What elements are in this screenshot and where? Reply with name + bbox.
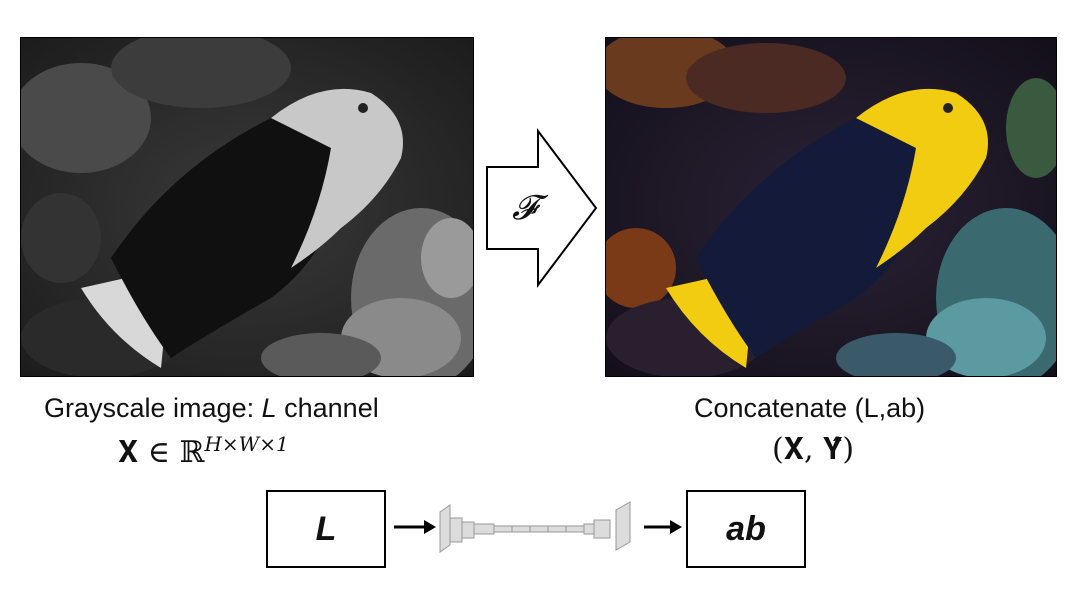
input-l-box: L bbox=[266, 490, 386, 568]
input-formula-main: 𝐗 ∈ ℝ bbox=[118, 435, 205, 470]
colorized-fish-illustration bbox=[606, 38, 1056, 376]
input-formula-superscript: H×W×1 bbox=[204, 432, 289, 456]
grayscale-fish-illustration bbox=[21, 38, 473, 376]
output-formula: (𝐗, 𝐘̂) bbox=[772, 432, 855, 467]
grayscale-caption: Grayscale image: L channel bbox=[44, 393, 379, 424]
concatenate-caption: Concatenate (L,ab) bbox=[694, 393, 926, 423]
grayscale-caption-prefix: Grayscale image: bbox=[44, 393, 262, 423]
output-ab-box: ab bbox=[686, 490, 806, 568]
input-formula: 𝐗 ∈ ℝH×W×1 bbox=[118, 432, 289, 470]
grayscale-caption-italic: L bbox=[261, 393, 277, 423]
arrow-symbol: 𝓕 bbox=[512, 188, 538, 228]
network-icon bbox=[439, 501, 631, 553]
grayscale-image bbox=[20, 37, 474, 377]
colorized-image bbox=[605, 37, 1057, 377]
pipeline-arrow-in bbox=[394, 520, 436, 534]
grayscale-caption-suffix: channel bbox=[276, 393, 379, 423]
pipeline-arrow-out bbox=[644, 520, 682, 534]
